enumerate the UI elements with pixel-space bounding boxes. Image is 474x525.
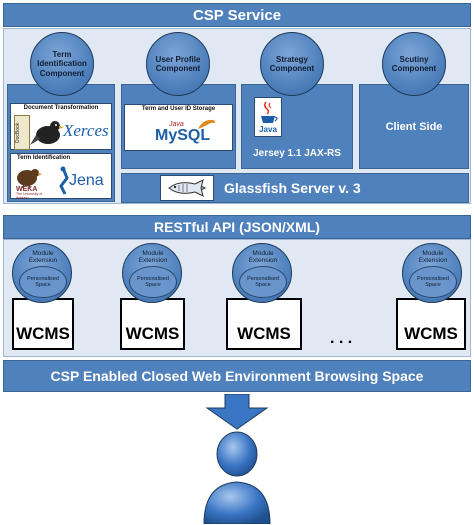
document-transformation-box: Document Transformation DocBook Xerces: [10, 103, 112, 150]
document-transformation-label: Document Transformation: [23, 105, 99, 111]
personalised-space-2: Personalised Space: [129, 266, 177, 298]
weka-subtitle: The University of Waikato: [16, 192, 43, 200]
module-extension-2: Module Extension Personalised Space: [122, 243, 182, 303]
restful-api-bar: RESTful API (JSON/XML): [3, 215, 471, 239]
wcms-box-2: WCMS: [120, 298, 185, 350]
java-logo-box: Java: [254, 97, 282, 137]
storage-label: Term and User ID Storage: [141, 106, 216, 112]
browsing-space-bar: CSP Enabled Closed Web Environment Brows…: [3, 360, 471, 392]
module-extension-3: Module Extension Personalised Space: [232, 243, 292, 303]
jena-logo-icon: [59, 166, 69, 195]
module-extension-1: Module Extension Personalised Space: [12, 243, 72, 303]
java-cup-icon: [261, 101, 278, 123]
restful-api-label: RESTful API (JSON/XML): [154, 219, 320, 235]
dolphin-icon: [198, 119, 216, 129]
module-extension-title: Module Extension: [28, 250, 58, 265]
term-identification-component: Term Identification Component: [30, 32, 94, 96]
term-user-id-storage-box: Term and User ID Storage Java MySQL: [124, 104, 233, 151]
scrutiny-panel: Client Side: [359, 84, 469, 169]
user-icon: [203, 431, 271, 524]
scrutiny-component: Scutiny Component: [382, 32, 446, 96]
personalised-space-3: Personalised Space: [239, 266, 287, 298]
glassfish-fish-icon: [168, 179, 207, 197]
term-identification-box: Term Identification WEKA The University …: [10, 153, 112, 199]
wcms-box-4: WCMS: [396, 298, 466, 350]
mysql-logo: MySQL: [155, 127, 211, 144]
bird-logo-icon: [30, 121, 64, 145]
csp-service-title: CSP Service: [192, 6, 282, 24]
module-extension-4: Module Extension Personalised Space: [402, 243, 462, 303]
glassfish-server-bar: Glassfish Server v. 3: [121, 173, 469, 203]
java-text: Java: [169, 121, 184, 128]
csp-service-bar: CSP Service: [3, 3, 471, 27]
term-identification-label: Term Identification: [17, 155, 71, 161]
module-extension-title: Module Extension: [418, 250, 448, 265]
java-label: Java: [259, 125, 277, 134]
wcms-box-1: WCMS: [12, 298, 74, 350]
glassfish-label: Glassfish Server v. 3: [224, 180, 361, 196]
weka-bird-icon: [17, 169, 42, 188]
strategy-component: Strategy Component: [260, 32, 324, 96]
jena-logo: Jena: [69, 172, 104, 189]
glassfish-logo-box: [160, 175, 214, 201]
user-profile-component: User Profile Component: [146, 32, 210, 96]
weka-logo: WEKA: [16, 186, 38, 193]
xerces-logo: Xerces: [63, 121, 109, 140]
down-arrow-icon: [205, 394, 269, 430]
wcms-box-3: WCMS: [226, 298, 302, 350]
module-extension-title: Module Extension: [138, 250, 168, 265]
module-extension-title: Module Extension: [248, 250, 278, 265]
docbook-logo: DocBook: [14, 115, 30, 150]
personalised-space-1: Personalised Space: [19, 266, 67, 298]
browsing-space-label: CSP Enabled Closed Web Environment Brows…: [50, 368, 424, 384]
client-side-label: Client Side: [385, 120, 443, 133]
ellipsis: . . .: [330, 330, 353, 347]
jersey-label: Jersey 1.1 JAX-RS: [253, 148, 341, 159]
personalised-space-4: Personalised Space: [409, 266, 457, 298]
